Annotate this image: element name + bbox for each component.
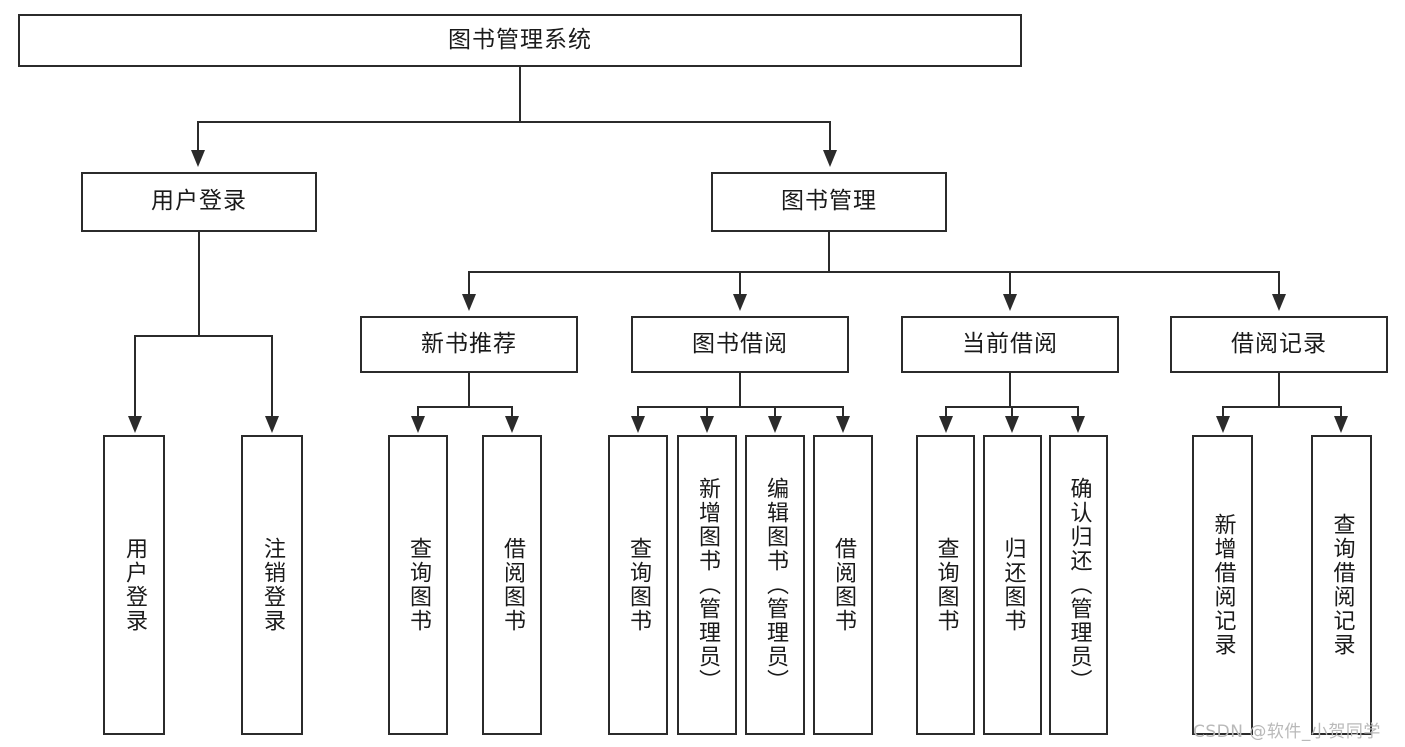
edge-user-login-stem	[198, 232, 200, 336]
node-leaf-confirm-return[interactable]: 确认归还（管理员）	[1049, 435, 1108, 735]
edge-book-borrow-stem	[739, 373, 741, 407]
node-book-management[interactable]: 图书管理	[711, 172, 947, 232]
edge-drop-leaf-logout-login	[271, 335, 273, 418]
node-leaf-edit-book[interactable]: 编辑图书（管理员）	[745, 435, 805, 735]
node-label: 借阅图书	[499, 537, 525, 633]
edge-borrow-record-bus	[1222, 406, 1342, 408]
node-label: 查询图书	[933, 537, 959, 633]
node-label: 新增借阅记录	[1210, 513, 1236, 657]
node-leaf-add-record[interactable]: 新增借阅记录	[1192, 435, 1253, 735]
edge-drop-leaf-query-record	[1340, 406, 1342, 418]
edge-drop-leaf-borrow-book-1	[511, 406, 513, 418]
node-leaf-query-book-2[interactable]: 查询图书	[608, 435, 668, 735]
edge-root-stem	[519, 67, 521, 122]
arrow-new-book-recommend	[462, 294, 476, 311]
edge-drop-user-login	[197, 121, 199, 152]
node-leaf-logout-login[interactable]: 注销登录	[241, 435, 303, 735]
arrow-leaf-query-record	[1334, 416, 1348, 433]
edge-drop-leaf-query-book-1	[417, 406, 419, 418]
arrow-leaf-return-book	[1005, 416, 1019, 433]
node-label: 图书借阅	[692, 330, 788, 357]
arrow-leaf-query-book-2	[631, 416, 645, 433]
node-borrow-record[interactable]: 借阅记录	[1170, 316, 1388, 373]
node-leaf-query-book-3[interactable]: 查询图书	[916, 435, 975, 735]
edge-drop-leaf-borrow-book-2	[842, 406, 844, 418]
arrow-leaf-add-record	[1216, 416, 1230, 433]
node-book-borrow[interactable]: 图书借阅	[631, 316, 849, 373]
node-leaf-query-book-1[interactable]: 查询图书	[388, 435, 448, 735]
edge-user-login-bus	[134, 335, 273, 337]
node-new-book-recommend[interactable]: 新书推荐	[360, 316, 578, 373]
node-label: 查询图书	[405, 537, 431, 633]
node-label: 编辑图书（管理员）	[762, 477, 788, 693]
arrow-leaf-borrow-book-1	[505, 416, 519, 433]
node-label: 用户登录	[151, 188, 247, 215]
node-label: 用户登录	[121, 537, 147, 633]
edge-borrow-record-stem	[1278, 373, 1280, 407]
arrow-leaf-borrow-book-2	[836, 416, 850, 433]
arrow-leaf-user-login	[128, 416, 142, 433]
arrow-leaf-edit-book	[768, 416, 782, 433]
edge-book-borrow-bus	[637, 406, 843, 408]
node-label: 确认归还（管理员）	[1066, 477, 1092, 693]
node-label: 借阅记录	[1231, 330, 1327, 357]
edge-level2-bus	[197, 121, 831, 123]
edge-drop-leaf-return-book	[1011, 406, 1013, 418]
node-leaf-borrow-book-1[interactable]: 借阅图书	[482, 435, 542, 735]
node-current-borrow[interactable]: 当前借阅	[901, 316, 1119, 373]
arrow-book-borrow	[733, 294, 747, 311]
node-label: 归还图书	[1000, 537, 1026, 633]
edge-drop-book-management	[829, 121, 831, 152]
watermark-text: CSDN @软件_小贺同学	[1193, 722, 1381, 742]
node-label: 图书管理系统	[448, 26, 592, 53]
node-label: 新增图书（管理员）	[694, 477, 720, 693]
arrow-leaf-confirm-return	[1071, 416, 1085, 433]
edge-drop-leaf-user-login	[134, 335, 136, 418]
node-leaf-query-record[interactable]: 查询借阅记录	[1311, 435, 1372, 735]
node-leaf-user-login[interactable]: 用户登录	[103, 435, 165, 735]
node-label: 图书管理	[781, 188, 877, 215]
edge-drop-leaf-edit-book	[774, 406, 776, 418]
edge-new-book-recommend-stem	[468, 373, 470, 407]
edge-level3-bus	[468, 271, 1280, 273]
node-label: 注销登录	[259, 537, 285, 633]
arrow-leaf-add-book	[700, 416, 714, 433]
arrow-current-borrow	[1003, 294, 1017, 311]
node-label: 查询借阅记录	[1329, 513, 1355, 657]
arrow-leaf-logout-login	[265, 416, 279, 433]
node-leaf-borrow-book-2[interactable]: 借阅图书	[813, 435, 873, 735]
edge-drop-leaf-query-book-3	[945, 406, 947, 418]
node-label: 新书推荐	[421, 330, 517, 357]
edge-drop-leaf-add-record	[1222, 406, 1224, 418]
edge-drop-leaf-add-book	[706, 406, 708, 418]
edge-current-borrow-stem	[1009, 373, 1011, 407]
node-label: 当前借阅	[962, 330, 1058, 357]
arrow-leaf-query-book-3	[939, 416, 953, 433]
edge-new-book-recommend-bus	[417, 406, 513, 408]
edge-drop-leaf-confirm-return	[1077, 406, 1079, 418]
arrow-leaf-query-book-1	[411, 416, 425, 433]
edge-book-management-stem	[828, 232, 830, 272]
edge-drop-leaf-query-book-2	[637, 406, 639, 418]
node-user-login[interactable]: 用户登录	[81, 172, 317, 232]
edge-drop-book-borrow	[739, 271, 741, 296]
node-leaf-return-book[interactable]: 归还图书	[983, 435, 1042, 735]
node-root-book-management-system[interactable]: 图书管理系统	[18, 14, 1022, 67]
node-leaf-add-book[interactable]: 新增图书（管理员）	[677, 435, 737, 735]
edge-drop-borrow-record	[1278, 271, 1280, 296]
arrow-user-login	[191, 150, 205, 167]
edge-drop-new-book-recommend	[468, 271, 470, 296]
arrow-book-management	[823, 150, 837, 167]
edge-drop-current-borrow	[1009, 271, 1011, 296]
node-label: 借阅图书	[830, 537, 856, 633]
node-label: 查询图书	[625, 537, 651, 633]
arrow-borrow-record	[1272, 294, 1286, 311]
